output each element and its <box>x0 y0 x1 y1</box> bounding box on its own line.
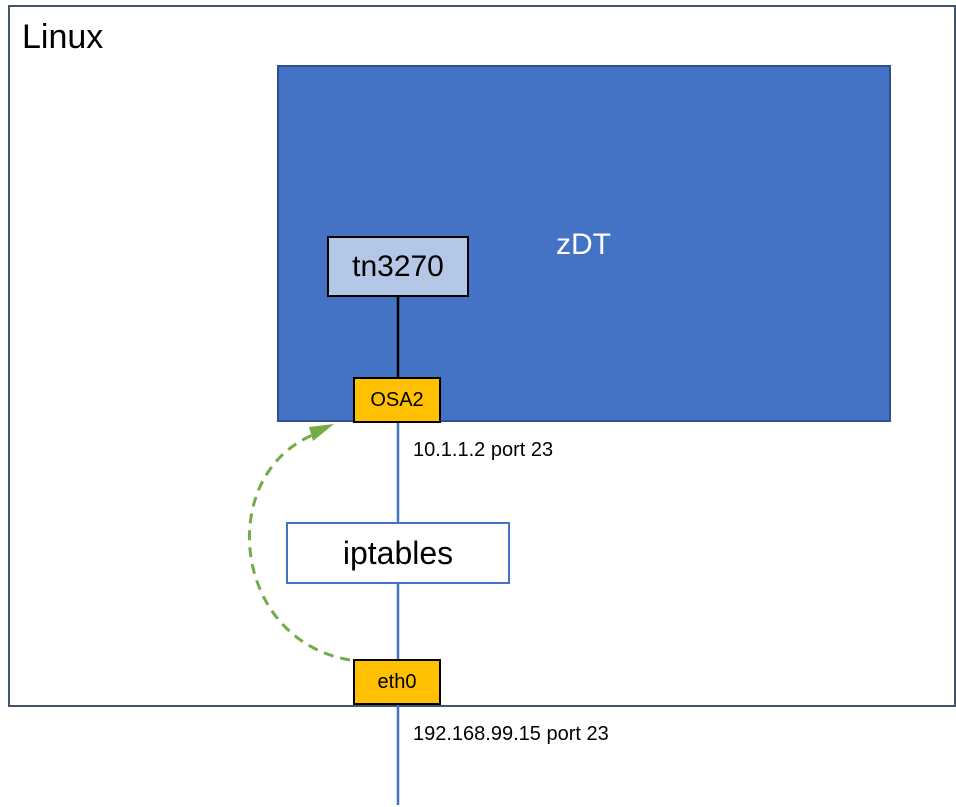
eth0-interface: eth0 <box>353 659 441 705</box>
zdt-box <box>277 65 891 422</box>
redirect-arrow-path <box>248 431 351 662</box>
eth0-address: 192.168.99.15 port 23 <box>413 723 609 745</box>
redirect-arrowhead <box>309 424 334 441</box>
tn3270-label: tn3270 <box>352 249 444 283</box>
zdt-label: zDT <box>556 228 611 261</box>
linux-host-label: Linux <box>22 18 104 56</box>
osa2-label: OSA2 <box>370 388 424 411</box>
osa2-interface: OSA2 <box>353 377 441 423</box>
iptables-box: iptables <box>286 522 510 584</box>
osa2-address: 10.1.1.2 port 23 <box>413 439 554 461</box>
eth0-label: eth0 <box>377 670 417 693</box>
tn3270-box: tn3270 <box>327 236 469 297</box>
iptables-label: iptables <box>342 534 454 571</box>
